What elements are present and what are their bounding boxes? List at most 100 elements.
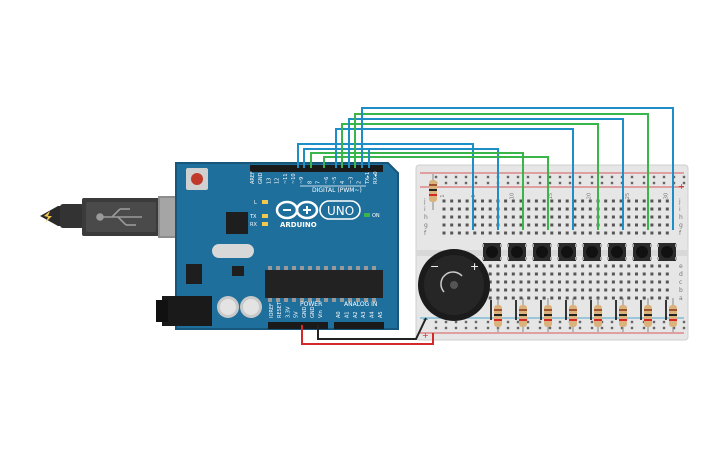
pin-label: GND [302, 306, 308, 318]
led-rx [262, 222, 268, 226]
pin-label: AREF [250, 171, 256, 184]
pull-down-resistor [565, 298, 577, 332]
power-header[interactable] [268, 322, 328, 329]
crystal-oscillator [212, 244, 254, 258]
digital-header-label: DIGITAL (PWM~) [312, 187, 362, 194]
push-button[interactable] [607, 243, 627, 261]
pin-label: ~9 [299, 177, 305, 184]
signal-wires[interactable] [297, 107, 674, 230]
pin-label: ~11 [283, 173, 289, 184]
row-letter: h [679, 214, 683, 221]
usb-chip [226, 212, 248, 234]
arduino-infinity-icon [275, 200, 319, 220]
pin-label: A3 [361, 311, 367, 318]
power-jack[interactable] [162, 296, 212, 326]
push-button[interactable] [482, 243, 502, 261]
pin-label: A1 [344, 311, 350, 318]
on-label: ON [372, 213, 380, 219]
pin-label: RESET [277, 301, 283, 318]
buzzer-minus-label: − [430, 260, 439, 273]
buzzer-plus-label: + [470, 260, 479, 273]
pull-down-resistors [490, 298, 677, 332]
row-letter: i [424, 206, 426, 213]
svg-text:UNO: UNO [327, 204, 354, 218]
pull-down-resistor [540, 298, 552, 332]
rail-plus-label: + [422, 331, 429, 340]
analog-header[interactable] [334, 322, 384, 329]
power-wire-5v[interactable] [301, 325, 434, 345]
push-button[interactable] [632, 243, 652, 261]
pin-label: ~6 [324, 177, 330, 184]
column-number: 20 [586, 193, 592, 199]
row-letter: j [423, 198, 426, 205]
brand-label: ARDUINO [280, 221, 317, 229]
led-l-label: L [254, 200, 257, 206]
push-button[interactable] [582, 243, 602, 261]
push-buttons[interactable] [482, 243, 677, 261]
led-tx-label: TX [249, 214, 257, 220]
pin-label: 13 [266, 178, 272, 184]
row-letter: a [679, 295, 683, 302]
pin-label: 12 [275, 178, 281, 184]
pin-label: ~10 [291, 173, 297, 184]
row-letter: h [424, 214, 428, 221]
pin-label: TX▸1 [365, 172, 371, 185]
row-letter: b [679, 287, 683, 294]
pin-label: 8 [307, 181, 313, 184]
led-tx [262, 214, 268, 218]
pull-down-resistor [640, 298, 652, 332]
row-letter: f [424, 230, 427, 237]
row-letter: g [679, 222, 683, 229]
pin-label: A5 [378, 311, 384, 318]
pin-label: A4 [370, 311, 376, 318]
pin-label: RX◂0 [373, 171, 379, 184]
power-header-label: POWER [300, 301, 322, 308]
analog-header-label: ANALOG IN [344, 301, 377, 308]
pin-label: ~3 [348, 177, 354, 184]
pin-label: ~5 [332, 177, 338, 184]
piezo-buzzer[interactable]: − + [418, 249, 490, 321]
pin-label: 2 [357, 181, 363, 184]
usb-icon [96, 208, 142, 226]
row-letter: j [678, 198, 681, 205]
row-letter: d [679, 271, 683, 278]
pull-down-resistor [590, 298, 602, 332]
pin-label: 4 [340, 181, 346, 184]
pin-label: A2 [353, 311, 359, 318]
ground-wire[interactable] [317, 317, 427, 340]
led-rx-label: RX [250, 222, 257, 228]
pin-label: A0 [336, 311, 342, 318]
push-button[interactable] [557, 243, 577, 261]
atmega-chip [265, 270, 383, 298]
row-letter: f [679, 230, 682, 237]
column-number: 25 [625, 193, 631, 199]
column-number: 10 [509, 193, 515, 199]
pin-label: GND [310, 306, 316, 318]
row-letter: e [679, 263, 683, 270]
pin-label: IOREF [269, 303, 275, 318]
pull-down-resistor [615, 298, 627, 332]
pin-label: 3.3V [285, 306, 291, 318]
pin-label: 5V [294, 311, 300, 318]
pin-label: GND [258, 172, 264, 184]
column-number: 30 [663, 193, 669, 199]
uno-badge: UNO [319, 200, 361, 220]
resistor-top [429, 174, 437, 210]
row-letter: i [679, 206, 681, 213]
digital-header[interactable] [250, 165, 383, 172]
push-button[interactable] [657, 243, 677, 261]
pin-label: Vin [318, 310, 324, 318]
row-letter: g [424, 222, 428, 229]
column-number: 1 [440, 194, 446, 197]
pull-down-resistor [490, 298, 502, 332]
push-button[interactable] [507, 243, 527, 261]
push-button[interactable] [532, 243, 552, 261]
pull-down-resistor [665, 298, 677, 332]
